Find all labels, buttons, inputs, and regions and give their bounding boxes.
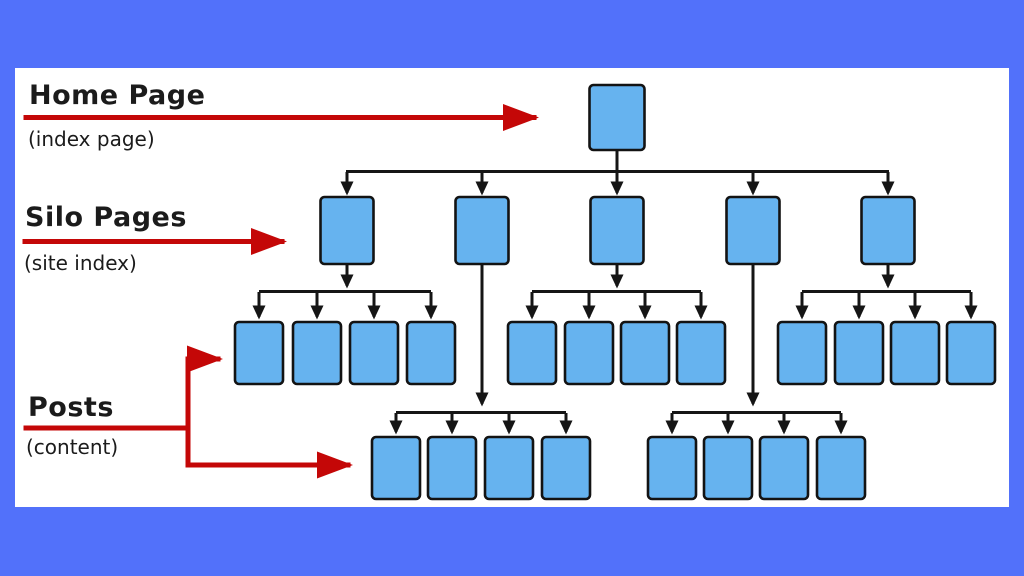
post-node-silo1-2 [291,320,343,386]
posts-arrow-upper-branch [185,345,223,468]
post-node-silo3-3 [619,320,671,386]
post-node-silo3-4 [675,320,727,386]
post-node-silo2-3 [483,435,535,501]
post-node-silo2-4 [540,435,592,501]
post-node-silo2-2 [426,435,478,501]
posts-label: Posts [28,392,114,423]
home-page-node [588,83,646,152]
post-node-silo2-1 [370,435,422,501]
post-node-silo5-2 [833,320,885,386]
home-page-label: Home Page [29,80,206,111]
tree-connectors [252,150,978,435]
posts-sublabel: (content) [26,435,119,459]
silo-page-node-4 [725,195,781,266]
post-node-silo5-3 [889,320,941,386]
silo-page-node-3 [589,195,645,266]
tree-nodes [233,83,997,501]
silo-page-node-1 [319,195,375,266]
post-node-silo3-2 [563,320,615,386]
post-node-silo4-2 [702,435,754,501]
post-node-silo1-3 [348,320,400,386]
silo-pages-sublabel: (site index) [24,251,137,275]
silo-page-node-5 [860,195,916,266]
post-node-silo4-3 [758,435,810,501]
post-node-silo5-4 [945,320,997,386]
post-node-silo3-1 [506,320,558,386]
post-node-silo4-4 [815,435,867,501]
post-node-silo1-4 [405,320,457,386]
silo-page-node-2 [454,195,510,266]
annotation-arrows [22,104,539,479]
silo-pages-label: Silo Pages [25,202,187,233]
post-node-silo1-1 [233,320,285,386]
post-node-silo5-1 [776,320,828,386]
home-page-sublabel: (index page) [28,127,155,151]
post-node-silo4-1 [646,435,698,501]
